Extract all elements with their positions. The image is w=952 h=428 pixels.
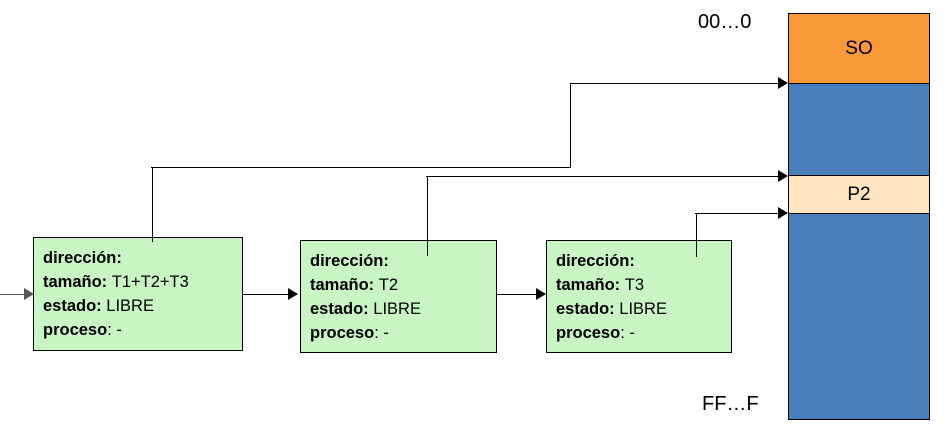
field-direccion: dirección: — [310, 249, 496, 273]
field-tamano-value: T1+T2+T3 — [111, 273, 189, 291]
next-pointer-line-1-2 — [243, 294, 290, 295]
field-tamano-label: tamaño: — [556, 276, 621, 294]
free-block-descriptor-2[interactable]: dirección: tamaño: T2 estado: LIBRE proc… — [300, 240, 497, 353]
field-proceso: proceso: - — [310, 321, 496, 345]
next-pointer-arrowhead-2-3 — [536, 288, 546, 300]
field-tamano-value: T2 — [378, 276, 399, 294]
field-direccion-label: dirección: — [310, 252, 389, 270]
memory-segment-free-1[interactable] — [789, 84, 929, 176]
field-proceso: proceso: - — [43, 318, 242, 342]
field-estado: estado: LIBRE — [310, 297, 496, 321]
address-pointer-riser-2 — [427, 176, 428, 256]
field-proceso-value: : - — [107, 321, 122, 339]
address-pointer-line-2 — [426, 176, 782, 177]
field-estado-label: estado: — [556, 300, 615, 318]
field-direccion-label: dirección: — [556, 252, 635, 270]
field-tamano: tamaño: T2 — [310, 273, 496, 297]
field-estado-value: LIBRE — [373, 300, 421, 318]
field-tamano: tamaño: T3 — [556, 273, 731, 297]
memory-segment-os-label: SO — [845, 37, 873, 59]
field-proceso: proceso: - — [556, 321, 731, 345]
memory-segment-p2-label: P2 — [847, 183, 871, 205]
field-tamano: tamaño: T1+T2+T3 — [43, 270, 242, 294]
physical-memory-bar: SO P2 — [788, 13, 930, 420]
memory-segment-p2[interactable]: P2 — [789, 176, 929, 214]
field-proceso-label: proceso — [310, 324, 375, 342]
free-block-descriptor-1[interactable]: dirección: tamaño: T1+T2+T3 estado: LIBR… — [33, 237, 243, 351]
field-proceso-value: : - — [620, 324, 635, 342]
field-estado-value: LIBRE — [619, 300, 667, 318]
field-proceso-label: proceso — [43, 321, 108, 339]
address-pointer-line-1b — [570, 83, 782, 84]
field-tamano-label: tamaño: — [43, 273, 108, 291]
next-pointer-line-2-3 — [497, 294, 537, 295]
field-direccion: dirección: — [43, 246, 242, 270]
field-estado-label: estado: — [310, 300, 369, 318]
address-pointer-riser-3 — [696, 213, 697, 257]
address-pointer-riser-1b — [570, 83, 571, 168]
field-tamano-value: T3 — [624, 276, 645, 294]
field-estado-value: LIBRE — [106, 297, 154, 315]
field-direccion-label: dirección: — [43, 249, 122, 267]
field-direccion: dirección: — [556, 249, 731, 273]
memory-segment-os[interactable]: SO — [789, 14, 929, 84]
field-estado: estado: LIBRE — [556, 297, 731, 321]
address-label-bottom: FF…F — [702, 393, 759, 415]
field-tamano-label: tamaño: — [310, 276, 375, 294]
address-pointer-line-3 — [695, 213, 782, 214]
address-pointer-line-1 — [151, 167, 571, 168]
address-pointer-arrowhead-3 — [778, 207, 788, 219]
address-pointer-arrowhead-2 — [778, 170, 788, 182]
field-proceso-label: proceso — [556, 324, 621, 342]
free-block-descriptor-3[interactable]: dirección: tamaño: T3 estado: LIBRE proc… — [546, 240, 732, 353]
address-pointer-arrowhead-1 — [778, 77, 788, 89]
list-head-line — [0, 294, 28, 295]
list-head-arrowhead — [24, 288, 34, 300]
address-pointer-riser-1 — [152, 167, 153, 242]
field-estado: estado: LIBRE — [43, 294, 242, 318]
address-label-top: 00…0 — [698, 11, 752, 33]
memory-segment-free-2[interactable] — [789, 214, 929, 419]
field-proceso-value: : - — [374, 324, 389, 342]
field-estado-label: estado: — [43, 297, 102, 315]
next-pointer-arrowhead-1-2 — [288, 288, 298, 300]
